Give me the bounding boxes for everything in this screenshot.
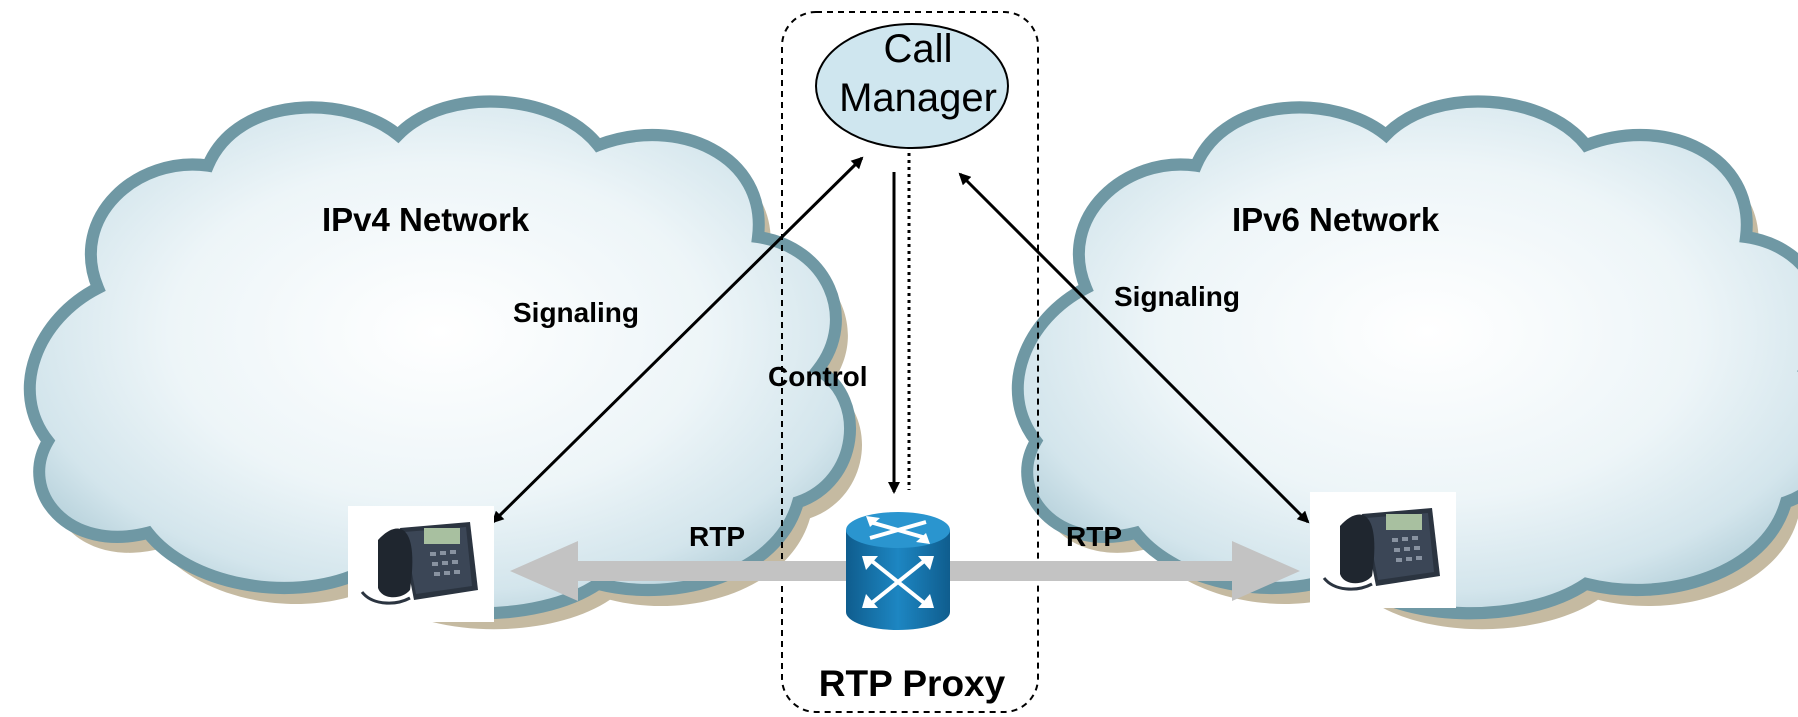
rtp-left-label: RTP <box>689 521 745 552</box>
signaling-right-label: Signaling <box>1114 281 1240 312</box>
ipv6-network-label: IPv6 Network <box>1232 201 1440 238</box>
rtp-proxy-container <box>781 11 1039 713</box>
ip-phone-icon <box>348 506 494 622</box>
call-manager-node: Call Manager <box>815 23 1009 149</box>
call-manager-label-line2: Manager <box>839 76 997 120</box>
signaling-right-arrow <box>958 172 1310 524</box>
rtp-right-label: RTP <box>1066 521 1122 552</box>
rtp-proxy-label: RTP Proxy <box>819 663 1006 704</box>
signaling-left-arrow <box>491 156 864 524</box>
control-label: Control <box>768 361 868 392</box>
signaling-left-label: Signaling <box>513 297 639 328</box>
router-icon <box>846 512 950 630</box>
call-manager-label-line1: Call <box>884 27 953 71</box>
ip-phone-icon <box>1310 492 1456 608</box>
ipv4-network-label: IPv4 Network <box>322 201 530 238</box>
